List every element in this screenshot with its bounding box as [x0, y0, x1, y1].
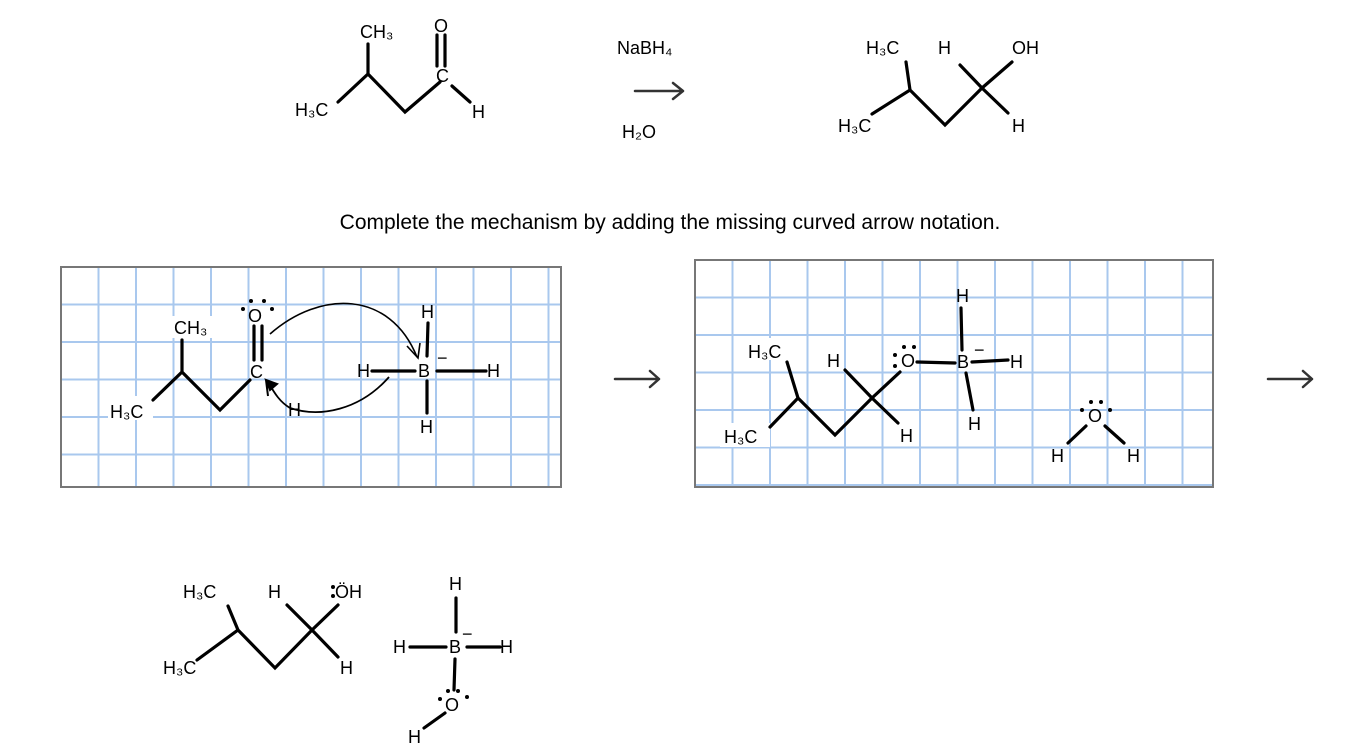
- oxygen-label: O: [248, 306, 262, 326]
- h-c2-label: H: [900, 426, 913, 446]
- reaction-arrow-icon: [633, 81, 685, 101]
- h-label: H: [938, 38, 951, 58]
- carbon-label: C: [250, 362, 263, 382]
- h3c-top-label: H₃C: [183, 582, 216, 602]
- step-arrow-icon: [1266, 369, 1314, 389]
- h-o-label: H: [408, 727, 421, 747]
- carbon-label: C: [436, 66, 449, 86]
- negative-charge: −: [462, 624, 473, 644]
- borohydride-ion: B − H H H H: [357, 302, 500, 437]
- h-bottom-label: H: [968, 414, 981, 434]
- h-bottom-label: H: [1012, 116, 1025, 136]
- alkoxyborane-molecule: H₃C H₃C H O B − H H H H: [720, 286, 1023, 447]
- negative-charge: −: [974, 340, 985, 360]
- oh-label: OH: [1012, 38, 1039, 58]
- curved-arrows[interactable]: [264, 302, 421, 413]
- grid: [695, 260, 1213, 487]
- curved-arrow-h-to-c-icon[interactable]: [267, 376, 390, 413]
- step-arrow-icon: [613, 369, 661, 389]
- h-label: H: [268, 582, 281, 602]
- h-label: H: [827, 351, 840, 371]
- final-alcohol: H₃C H ÖH H₃C H: [163, 582, 362, 678]
- panel-frame: [60, 266, 562, 488]
- final-hydroxyborohydride: H H B − H O H: [393, 574, 513, 747]
- water-h2-label: H: [1127, 446, 1140, 466]
- boron-label: B: [418, 361, 430, 381]
- reaction-conditions: NaBH₄ H₂O: [617, 38, 685, 142]
- h-right-label: H: [1010, 352, 1023, 372]
- instruction-text: Complete the mechanism by adding the mis…: [340, 211, 1001, 234]
- oxygen-label: O: [901, 351, 915, 371]
- h-bottom-label: H: [340, 658, 353, 678]
- h3c-top-label: H₃C: [748, 342, 781, 362]
- h-right-label: H: [500, 637, 513, 657]
- ch3-label: CH₃: [360, 22, 393, 42]
- oxygen-label: O: [434, 16, 448, 36]
- h-label: H: [472, 102, 485, 122]
- h3c-bottom-label: H₃C: [838, 116, 871, 136]
- h-left-label: H: [357, 361, 370, 381]
- grid: [61, 267, 561, 487]
- h3c-label: H₃C: [110, 402, 143, 422]
- h-left-label: H: [393, 637, 406, 657]
- water-molecule: O H H: [1051, 400, 1140, 466]
- boron-label: B: [449, 637, 461, 657]
- boron-label: B: [957, 352, 969, 372]
- h-bottom-label: H: [420, 417, 433, 437]
- reagent-bottom: H₂O: [622, 122, 656, 142]
- oxygen-label: O: [445, 695, 459, 715]
- negative-charge: −: [437, 348, 448, 368]
- ch3-label: CH₃: [174, 318, 207, 338]
- product-alcohol: H₃C H OH H₃C H: [838, 38, 1039, 136]
- reagent-top: NaBH₄: [617, 38, 672, 58]
- panel-frame: [694, 259, 1214, 488]
- h-right-label: H: [487, 361, 500, 381]
- mechanism-step-2-panel[interactable]: H₃C H₃C H O B − H H H H O H H: [694, 259, 1214, 488]
- h-top-label: H: [956, 286, 969, 306]
- oh-label: ÖH: [335, 582, 362, 602]
- reactant-aldehyde: CH₃ O C H₃C H: [295, 16, 485, 122]
- water-oxygen-label: O: [1088, 406, 1102, 426]
- water-h1-label: H: [1051, 446, 1064, 466]
- aldehyde-molecule: O CH₃ C H₃C H: [108, 299, 301, 422]
- h3c-label: H₃C: [295, 100, 328, 120]
- h3c-top-label: H₃C: [866, 38, 899, 58]
- h3c-bottom-label: H₃C: [724, 427, 757, 447]
- mechanism-step-1-panel[interactable]: O CH₃ C H₃C H B − H H H H: [60, 266, 562, 488]
- h3c-bottom-label: H₃C: [163, 658, 196, 678]
- h-top-label: H: [449, 574, 462, 594]
- h-top-label: H: [421, 302, 434, 322]
- curved-arrow-o-to-b-icon[interactable]: [269, 302, 418, 358]
